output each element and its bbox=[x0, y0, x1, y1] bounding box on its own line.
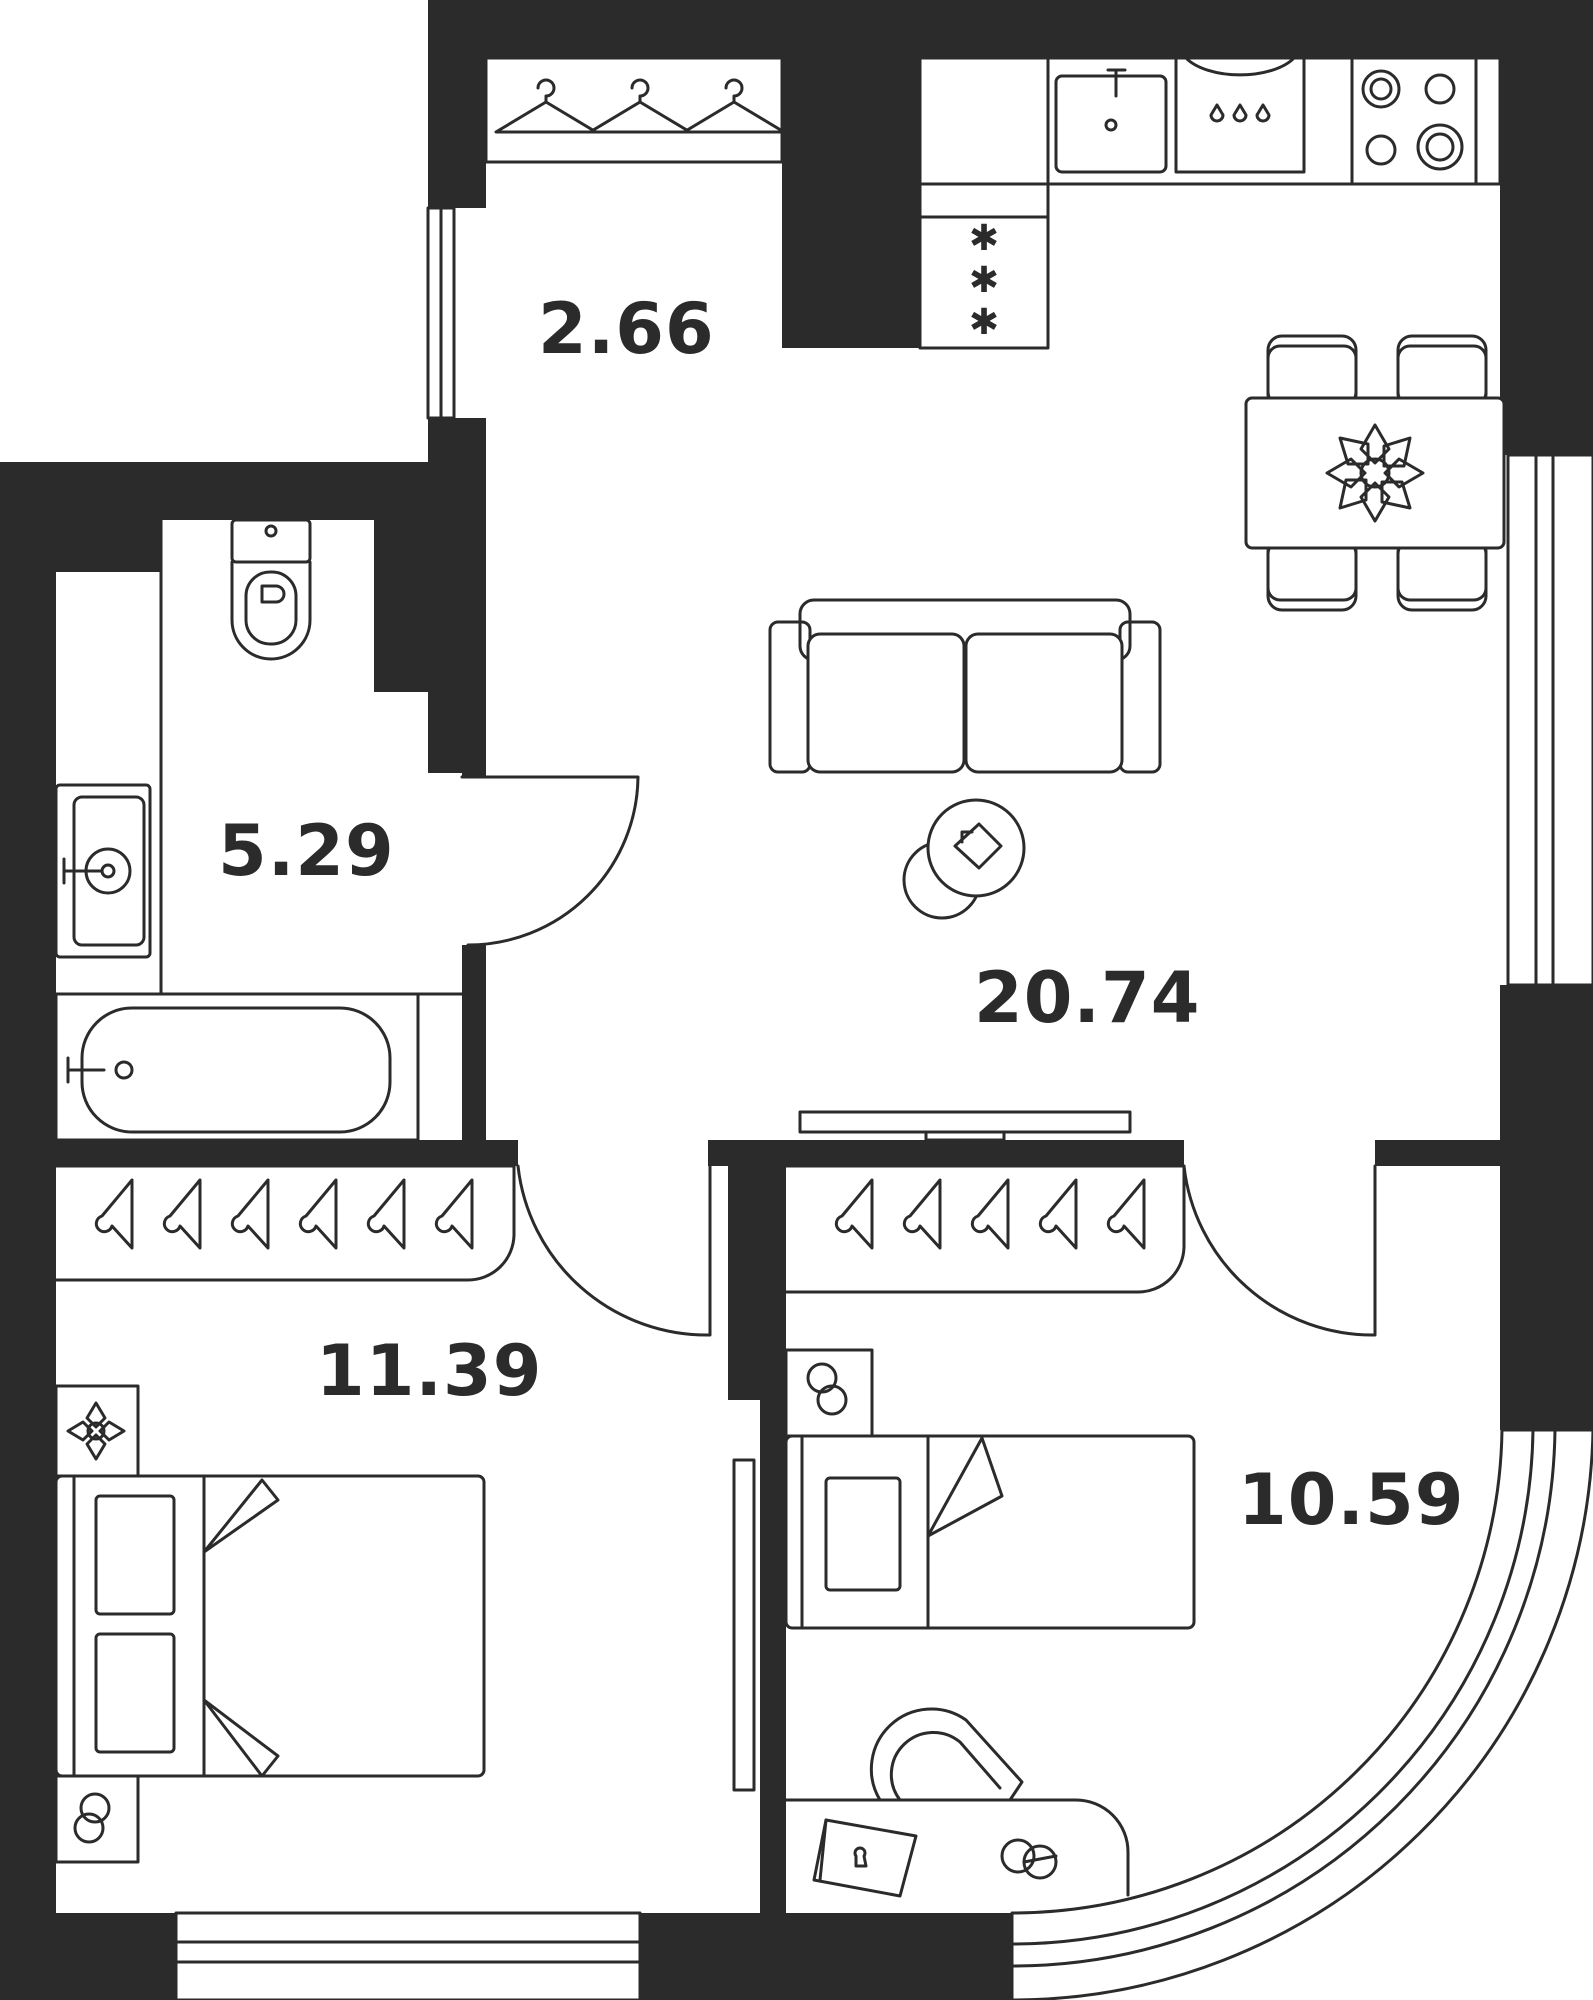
svg-text:✱: ✱ bbox=[969, 302, 999, 343]
svg-text:✱: ✱ bbox=[969, 260, 999, 301]
bed-icon bbox=[54, 1474, 486, 1778]
plant-icon bbox=[1325, 423, 1425, 523]
dining-table-icon bbox=[1244, 334, 1506, 612]
hall-wardrobe bbox=[484, 56, 786, 164]
nightstand-lamp-icon bbox=[73, 1792, 111, 1844]
room-area-bedroom-left: 11.39 bbox=[316, 1330, 543, 1412]
bathroom-fixtures bbox=[54, 518, 464, 1142]
bathtub-icon bbox=[54, 992, 420, 1142]
nightstand-lamp-icon bbox=[806, 1362, 848, 1416]
doors bbox=[460, 775, 1377, 1337]
toilet-icon bbox=[230, 518, 312, 661]
desk-icon bbox=[784, 1798, 1130, 1898]
windows bbox=[174, 206, 1593, 2000]
right-bedroom-furniture bbox=[784, 1164, 1196, 1898]
chair-icon bbox=[869, 1707, 1024, 1802]
stove-icon bbox=[1350, 56, 1478, 186]
sink-icon bbox=[54, 783, 152, 959]
washing-machine-icon bbox=[1174, 56, 1306, 174]
hanger-icon bbox=[94, 1178, 474, 1250]
coffee-table-icon bbox=[902, 798, 1026, 920]
hanger-icon bbox=[834, 1178, 1146, 1250]
room-area-hall: 2.66 bbox=[538, 288, 715, 370]
room-area-living-kitchen: 20.74 bbox=[974, 957, 1201, 1039]
sofa-icon bbox=[768, 598, 1162, 774]
room-area-bedroom-right: 10.59 bbox=[1238, 1459, 1465, 1541]
hanger-icon bbox=[494, 78, 786, 134]
kitchen-counter: ✱ ✱ ✱ bbox=[918, 56, 1502, 350]
fridge-icon: ✱ ✱ ✱ bbox=[969, 218, 999, 343]
svg-text:✱: ✱ bbox=[969, 218, 999, 259]
sink-icon bbox=[1054, 68, 1168, 174]
left-bedroom-furniture bbox=[54, 1164, 756, 1864]
bed-icon bbox=[784, 1434, 1196, 1630]
plant-icon bbox=[66, 1401, 126, 1461]
tv-stand-icon bbox=[798, 1110, 1132, 1142]
room-area-bathroom: 5.29 bbox=[218, 810, 395, 892]
